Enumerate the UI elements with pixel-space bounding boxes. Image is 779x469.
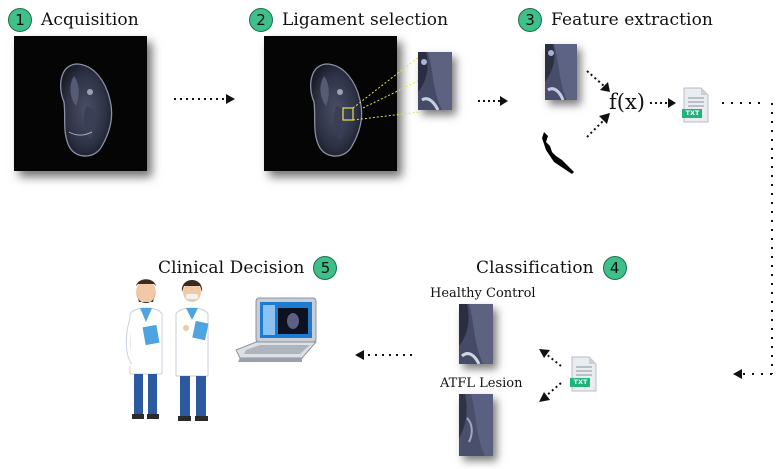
step-4-badge: 4 bbox=[602, 256, 627, 280]
mri-scan-selection bbox=[264, 36, 397, 171]
roi-box bbox=[342, 107, 354, 121]
arrow-selection-to-features bbox=[478, 96, 508, 106]
step-1-label: Acquisition bbox=[41, 10, 139, 30]
female-doctor-icon bbox=[175, 280, 209, 421]
txt-file-icon-2: TXT bbox=[570, 356, 598, 396]
step-2-header: 2 Ligament selection bbox=[249, 8, 448, 32]
step-5-label: Clinical Decision bbox=[158, 258, 305, 278]
file-icon-2 bbox=[570, 356, 597, 392]
step-5-header: Clinical Decision 5 bbox=[158, 256, 338, 280]
txt-file-badge-2: TXT bbox=[573, 378, 588, 386]
connector-features-to-classification bbox=[722, 102, 773, 379]
zoom-lines bbox=[352, 55, 421, 121]
healthy-ligament-crop bbox=[459, 304, 493, 364]
ankle-mri-image-roi bbox=[310, 63, 363, 157]
arrow-file-to-lesion bbox=[539, 382, 562, 402]
atfl-lesion-label: ATFL Lesion bbox=[440, 376, 523, 391]
step-4-header: Classification 4 bbox=[476, 256, 627, 280]
file-icon bbox=[682, 87, 709, 123]
step-1-badge: 1 bbox=[8, 8, 32, 32]
male-doctor-icon bbox=[122, 279, 163, 419]
ligament-crop-zoomed bbox=[418, 52, 452, 110]
arrow-mask-to-function bbox=[586, 113, 610, 138]
arrow-function-to-file bbox=[650, 98, 676, 108]
arrow-classification-to-decision bbox=[355, 350, 412, 360]
ankle-mri-image bbox=[60, 63, 113, 157]
txt-file-badge: TXT bbox=[685, 109, 700, 117]
step-5-badge: 5 bbox=[313, 256, 338, 280]
arrow-file-to-healthy bbox=[539, 349, 562, 367]
laptop-icon bbox=[235, 297, 318, 362]
ligament-crop-image bbox=[418, 52, 452, 110]
lesion-ligament-crop bbox=[459, 394, 493, 456]
feature-function-label: f(x) bbox=[609, 90, 646, 114]
mri-scan-acquisition bbox=[14, 36, 147, 171]
healthy-ligament-image bbox=[459, 304, 493, 364]
clinicians-illustration bbox=[122, 279, 209, 421]
feature-crop-intensity bbox=[545, 44, 577, 100]
step-3-badge: 3 bbox=[518, 8, 542, 32]
lesion-ligament-image bbox=[459, 394, 493, 456]
ligament-mask bbox=[542, 132, 574, 174]
step-4-label: Classification bbox=[476, 258, 594, 278]
step-3-label: Feature extraction bbox=[551, 10, 713, 30]
intensity-patch bbox=[545, 44, 577, 100]
arrow-acquisition-to-selection bbox=[174, 94, 235, 104]
step-3-header: 3 Feature extraction bbox=[518, 8, 713, 32]
step-2-label: Ligament selection bbox=[282, 10, 449, 30]
step-2-badge: 2 bbox=[249, 8, 273, 32]
arrow-patch-to-function bbox=[586, 70, 610, 92]
healthy-control-label: Healthy Control bbox=[430, 286, 536, 301]
txt-file-icon: TXT bbox=[682, 87, 710, 127]
step-1-header: 1 Acquisition bbox=[8, 8, 139, 32]
